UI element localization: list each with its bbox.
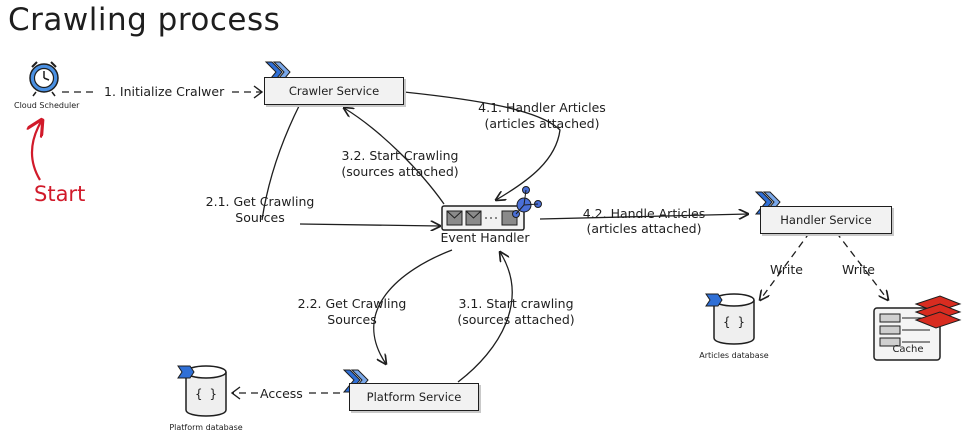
start-arrow [32,120,42,181]
edge-get-sources-22 [373,249,453,364]
edge-label-write-cache: Write [842,262,876,277]
edge-label-write-articles: Write [770,262,804,277]
handler-service-node: Handler Service [760,206,892,234]
message-queue-icon [441,186,542,231]
edge-label-start-crawling-31-line1: 3.1. Start crawling [458,296,574,311]
svg-text:{ }: { } [195,387,217,401]
cloud-scheduler-label: Cloud Scheduler [14,101,80,110]
edge-label-get-sources-21-line1: 2.1. Get Crawling [205,194,315,209]
edge-write-cache [835,231,888,300]
edge-label-get-sources-22-line1: 2.2. Get Crawling [297,296,407,311]
diagram-title: Crawling process [8,2,281,38]
edge-label-access: Access [260,386,303,401]
edge-label-start-crawling-31-line2: (sources attached) [457,312,575,327]
edge-label-handle-articles-42-line2: (articles attached) [586,221,702,236]
cache-label: Cache [892,344,924,355]
edge-get-sources-21 [261,103,301,221]
platform-service-node: Platform Service [349,383,479,411]
edge-label-start-crawling-32-line1: 3.2. Start Crawling [341,148,459,163]
event-handler-label: Event Handler [440,230,530,245]
edge-label-handle-articles-42-line1: 4.2. Handle Articles [582,206,706,221]
start-label: Start [34,182,86,206]
edge-start-crawling-32 [344,108,445,205]
crawler-service-node: Crawler Service [264,77,404,105]
edge-label-start-crawling-32-line2: (sources attached) [341,164,459,179]
document-database-icon: { } [177,365,227,417]
edge-label-handler-articles-41-line1: 4.1. Handler Articles [478,100,606,115]
edge-get-sources-21-b [299,224,440,226]
edge-handle-articles-42 [539,214,748,220]
edge-label-handler-articles-41-line2: (articles attached) [484,116,600,131]
redis-stack-icon [873,295,962,361]
edge-label-get-sources-22-line2: Sources [327,312,377,327]
articles-database-label: Articles database [699,351,769,360]
document-database-icon: { } [705,293,755,345]
edge-start-crawling-31 [457,252,513,383]
alarm-clock-icon [29,61,59,97]
edge-label-get-sources-21-line2: Sources [235,210,285,225]
edge-handler-articles-41 [403,91,561,200]
platform-database-label: Platform database [169,423,243,432]
svg-text:{ }: { } [723,315,745,329]
edge-label-initialize: 1. Initialize Cralwer [104,84,225,99]
edge-write-articles [760,231,811,300]
